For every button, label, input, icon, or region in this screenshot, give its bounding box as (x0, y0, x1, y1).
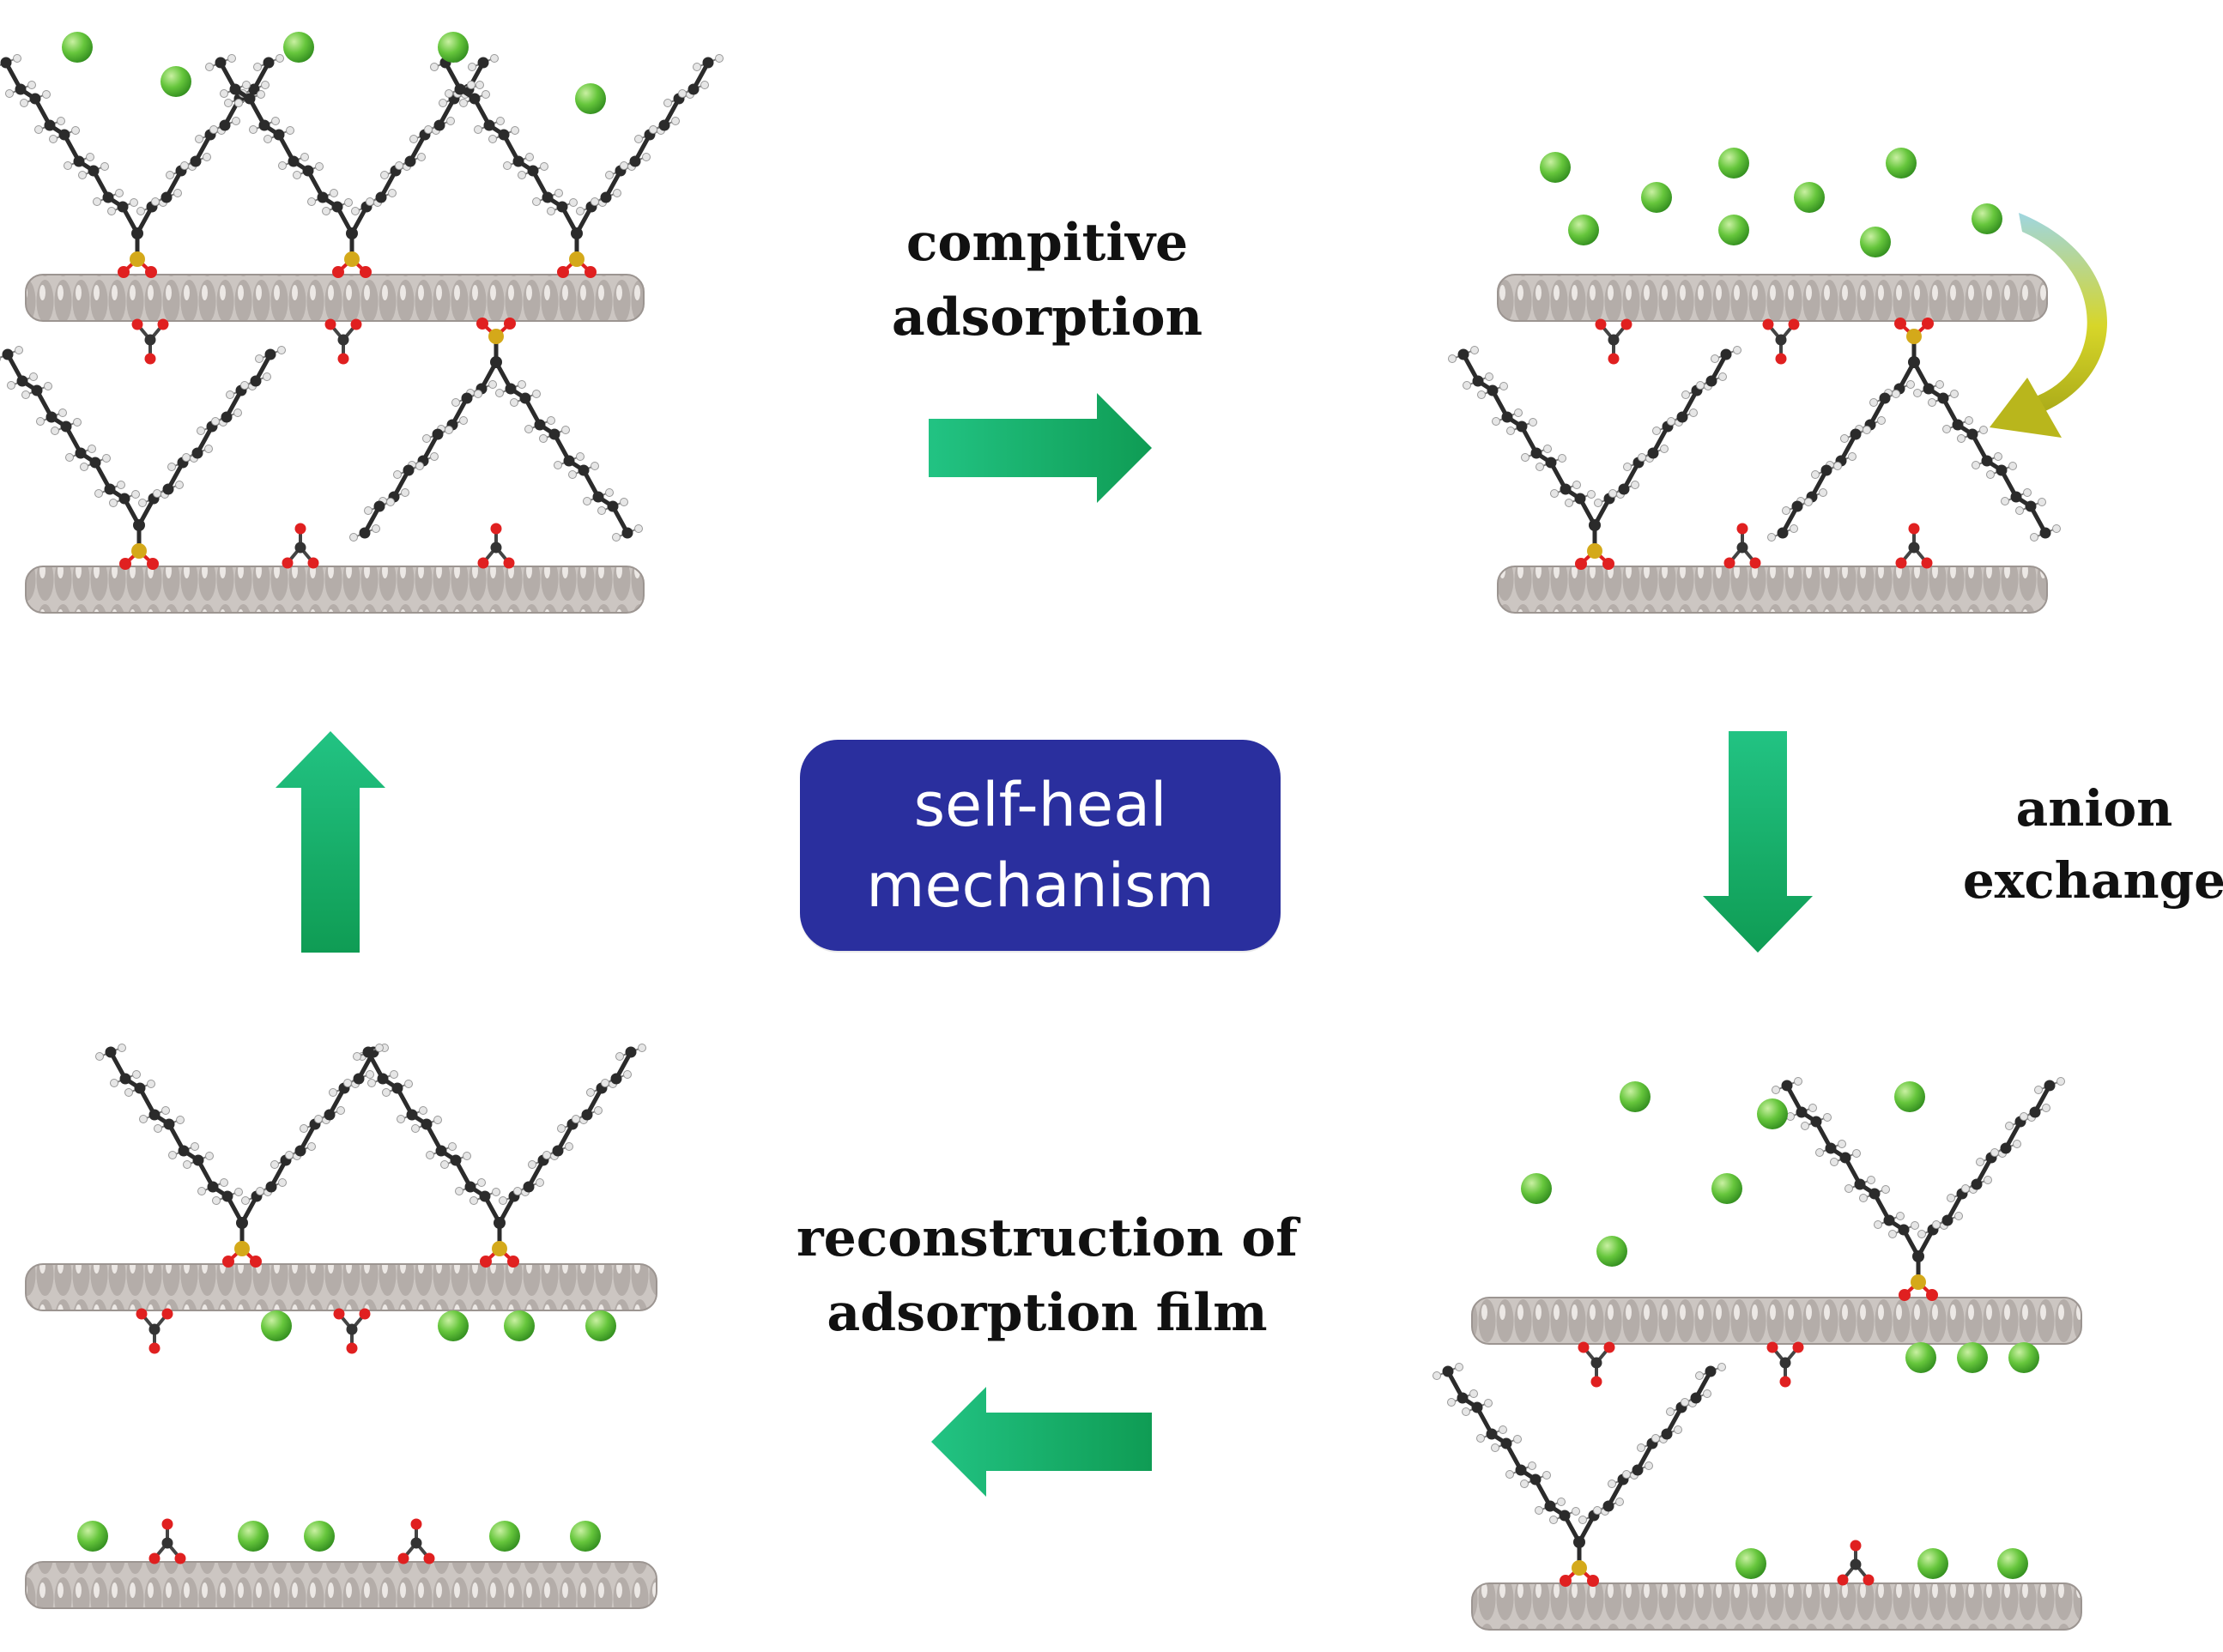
carboxylate-group (136, 1308, 173, 1354)
chloride-ion (161, 66, 191, 97)
chloride-ion (1972, 203, 2002, 234)
chloride-ion (1540, 152, 1571, 183)
chloride-ion (504, 1310, 535, 1341)
process-arrows (276, 213, 2108, 1497)
surfactant-molecule (430, 54, 724, 278)
metal-surface (25, 1263, 657, 1311)
label-reconstruction-line1: reconstruction of (796, 1208, 1299, 1268)
chloride-ion (1957, 1342, 1988, 1373)
adsorbed-molecules (0, 54, 2065, 1587)
surfactant-molecule (1448, 346, 1741, 570)
carboxylate-group (131, 318, 169, 365)
label-competitive-line2: adsorption (891, 287, 1203, 348)
chloride-ion (238, 1521, 269, 1552)
chloride-ion (585, 1310, 616, 1341)
chloride-ion (1620, 1081, 1651, 1112)
chloride-ion (438, 1310, 469, 1341)
curved-arrow-icon (1990, 213, 2108, 438)
carboxylate-group (1766, 1341, 1804, 1388)
carboxylate-group (324, 318, 362, 365)
carboxylate-group (1895, 523, 1933, 569)
block-arrow-icon (276, 731, 385, 953)
chloride-ion (1894, 1081, 1925, 1112)
chloride-ion (1905, 1342, 1936, 1373)
metal-surface (1471, 1297, 2082, 1345)
carboxylate-group (397, 1518, 435, 1564)
center-title-box: self-heal mechanism (800, 740, 1281, 951)
surfactant-molecule (353, 1044, 646, 1268)
surfactant-molecule (1767, 318, 2061, 542)
surfactant-molecule (205, 54, 499, 278)
chloride-ion (1886, 148, 1917, 179)
carboxylate-group (477, 523, 515, 569)
chloride-ion (1997, 1548, 2028, 1579)
surfactant-molecule (1433, 1363, 1726, 1587)
metal-surface (1497, 274, 2048, 322)
surfactant-molecule (1772, 1077, 2065, 1301)
surfactant-molecule (0, 346, 286, 570)
chloride-ion (1521, 1173, 1552, 1204)
block-arrow-icon (929, 393, 1152, 503)
label-reconstruction: reconstruction of adsorption film (755, 1201, 1339, 1351)
chloride-ion (1718, 215, 1749, 245)
chloride-ion (438, 32, 469, 63)
chloride-ion (1711, 1173, 1742, 1204)
center-title-line1: self-heal (913, 769, 1167, 840)
metal-surface (1471, 1582, 2082, 1631)
carboxylate-group (1837, 1540, 1875, 1586)
chloride-ion (1860, 227, 1891, 257)
metal-surface (1497, 566, 2048, 614)
chloride-ion (1735, 1548, 1766, 1579)
chloride-ion (575, 83, 606, 114)
chloride-ion (62, 32, 93, 63)
carboxylate-group (1595, 318, 1632, 365)
label-competitive-adsorption: compitive adsorption (858, 206, 1236, 355)
chloride-ion (2008, 1342, 2039, 1373)
metal-surfaces (25, 274, 2082, 1631)
surfactant-molecule (95, 1044, 389, 1268)
chloride-ion (1718, 148, 1749, 179)
carboxylate-group (1578, 1341, 1615, 1388)
carboxylate-group (1762, 318, 1800, 365)
label-anion-line1: anion (2015, 779, 2173, 838)
metal-surface (25, 274, 645, 322)
label-anion-line2: exchange (1962, 851, 2223, 911)
chloride-ion (77, 1521, 108, 1552)
metal-surface (25, 1561, 657, 1609)
chloride-ion (304, 1521, 335, 1552)
label-competitive-line1: compitive (906, 213, 1189, 273)
chloride-ions (62, 32, 2039, 1579)
chloride-ion (1596, 1236, 1627, 1267)
chloride-ion (1917, 1548, 1948, 1579)
label-reconstruction-line2: adsorption film (827, 1283, 1268, 1343)
carboxylate-group (282, 523, 319, 569)
surfactant-molecule (0, 54, 284, 278)
surfactant-molecule (349, 318, 643, 542)
chloride-ion (489, 1521, 520, 1552)
carboxylate-groups (131, 318, 1933, 1586)
chloride-ion (1757, 1098, 1788, 1129)
metal-surface (25, 566, 645, 614)
carboxylate-group (1723, 523, 1761, 569)
label-anion-exchange: anion exchange (1931, 772, 2223, 917)
carboxylate-group (333, 1308, 371, 1354)
center-title-line2: mechanism (866, 850, 1214, 921)
carboxylate-group (148, 1518, 186, 1564)
chloride-ion (570, 1521, 601, 1552)
chloride-ion (1794, 182, 1825, 213)
chloride-ion (1568, 215, 1599, 245)
block-arrow-icon (1703, 731, 1813, 953)
chloride-ion (261, 1310, 292, 1341)
chloride-ion (283, 32, 314, 63)
block-arrow-icon (931, 1387, 1152, 1497)
chloride-ion (1641, 182, 1672, 213)
